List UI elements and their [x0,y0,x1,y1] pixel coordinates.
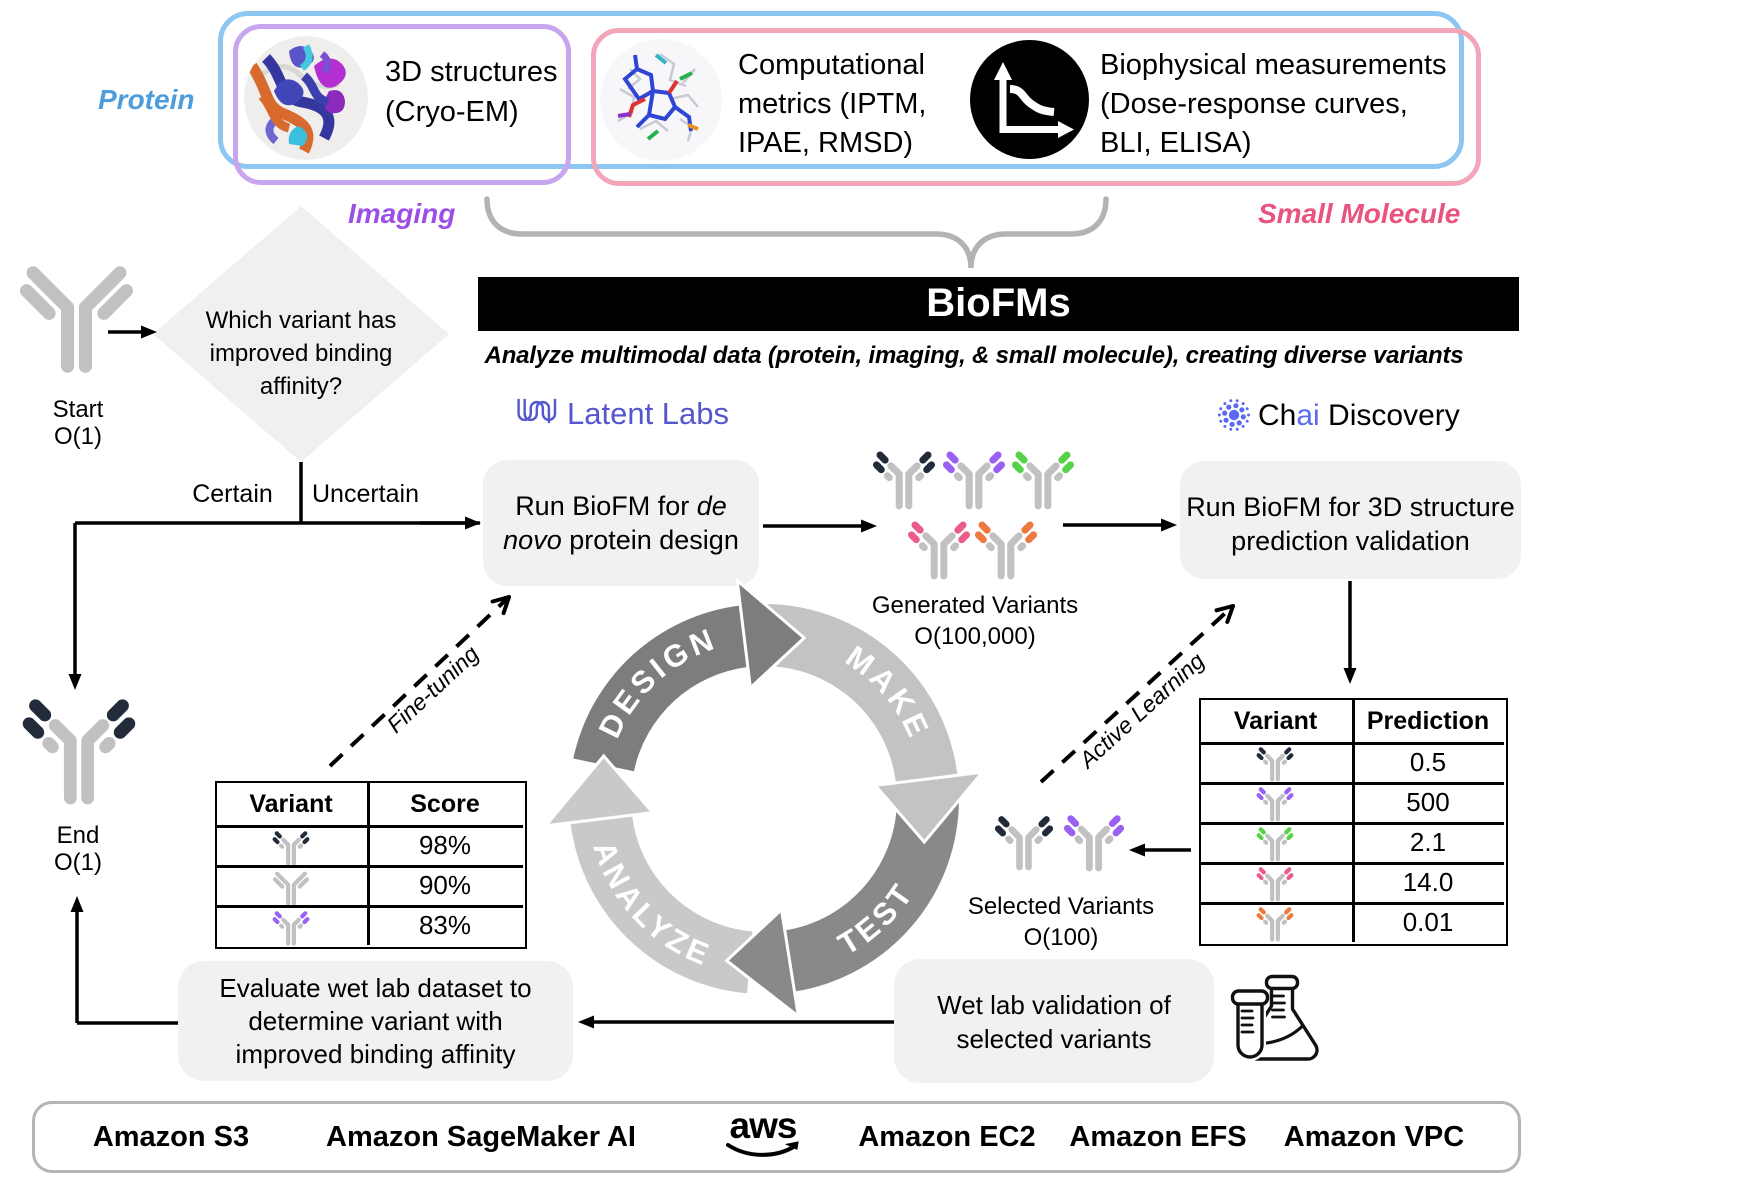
svg-text:aws: aws [730,1106,797,1146]
